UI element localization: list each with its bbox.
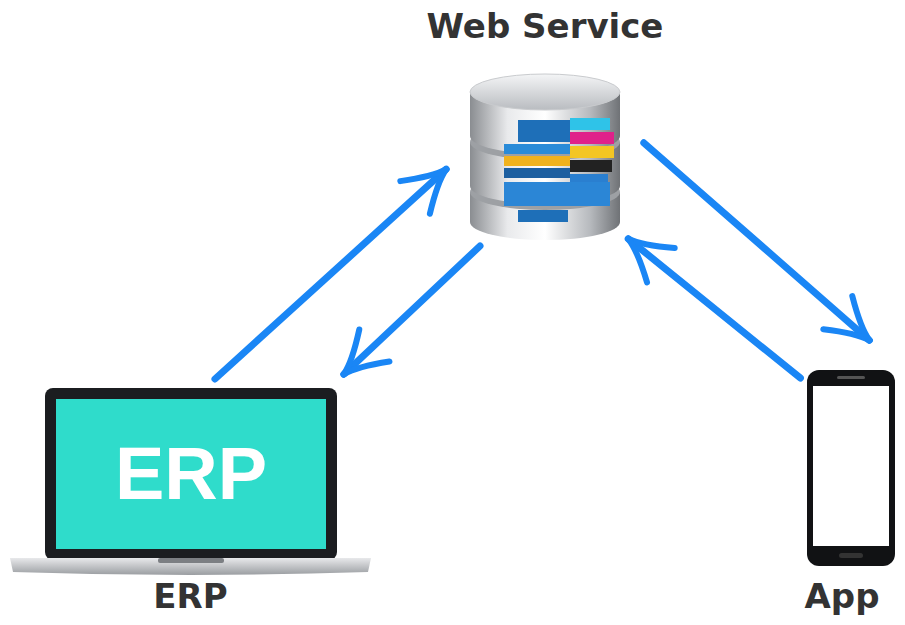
app-label: App [785,576,899,616]
flow-arrow [215,169,446,379]
screen-text: ERP [56,399,326,549]
arrow-line [344,246,480,374]
arrow-line [215,169,446,379]
arrow-line [628,239,800,378]
arrow-head [852,296,869,340]
arrow-line [644,143,870,340]
database-node: Web Service [415,6,675,246]
arrow-head [628,239,647,283]
service-label: Web Service [415,6,675,46]
laptop-node: ERP ERP [8,386,373,620]
flow-arrow [344,246,480,374]
arrow-head [344,362,390,375]
database-icon [460,62,630,242]
erp-label: ERP [8,576,373,616]
flow-arrow [628,239,800,378]
phone-icon [805,368,897,568]
phone-node: App [805,368,897,620]
arrow-head [400,169,446,181]
flow-arrow [644,143,870,340]
